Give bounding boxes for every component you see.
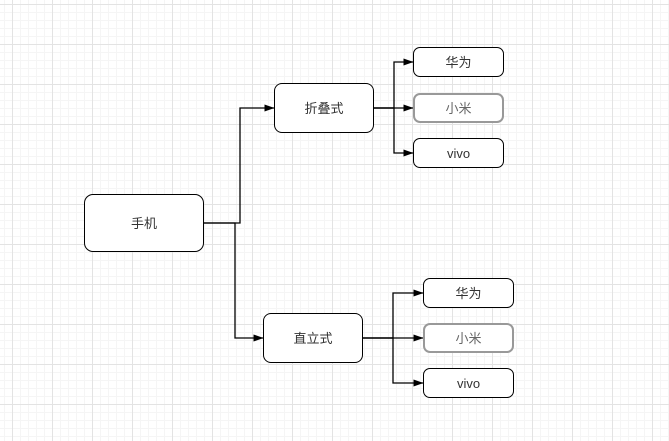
diagram-edge-shouji-to-zhedieshi[interactable] [204,104,275,224]
node-label: 直立式 [293,330,333,346]
diagram-node-vivo-bottom[interactable]: vivo [423,368,514,398]
diagram-node-xiaomi-top[interactable]: 小米 [413,93,504,123]
diagram-edge-zhedieshi-to-huawei-top[interactable] [374,58,414,109]
diagram-node-xiaomi-bottom[interactable]: 小米 [423,323,514,353]
diagram-edge-zhilishi-to-vivo-bottom[interactable] [363,337,424,387]
diagram-edge-shouji-to-zhilishi[interactable] [204,222,264,342]
diagram-node-zhedieshi[interactable]: 折叠式 [274,83,374,133]
diagram-node-shouji[interactable]: 手机 [84,194,204,252]
diagram-edge-zhedieshi-to-vivo-top[interactable] [374,107,414,157]
diagram-node-huawei-top[interactable]: 华为 [413,47,504,77]
diagram-node-zhilishi[interactable]: 直立式 [263,313,363,363]
node-label: 小米 [455,330,482,346]
node-label: 折叠式 [304,100,344,116]
diagram-node-vivo-top[interactable]: vivo [413,138,504,168]
node-label: 手机 [130,215,157,231]
node-label: 华为 [455,285,482,301]
diagram-edge-zhilishi-to-huawei-bottom[interactable] [363,289,424,339]
diagram-node-huawei-bottom[interactable]: 华为 [423,278,514,308]
node-label: vivo [456,375,481,391]
node-label: 华为 [445,54,472,70]
node-label: vivo [446,145,471,161]
node-label: 小米 [445,100,472,116]
